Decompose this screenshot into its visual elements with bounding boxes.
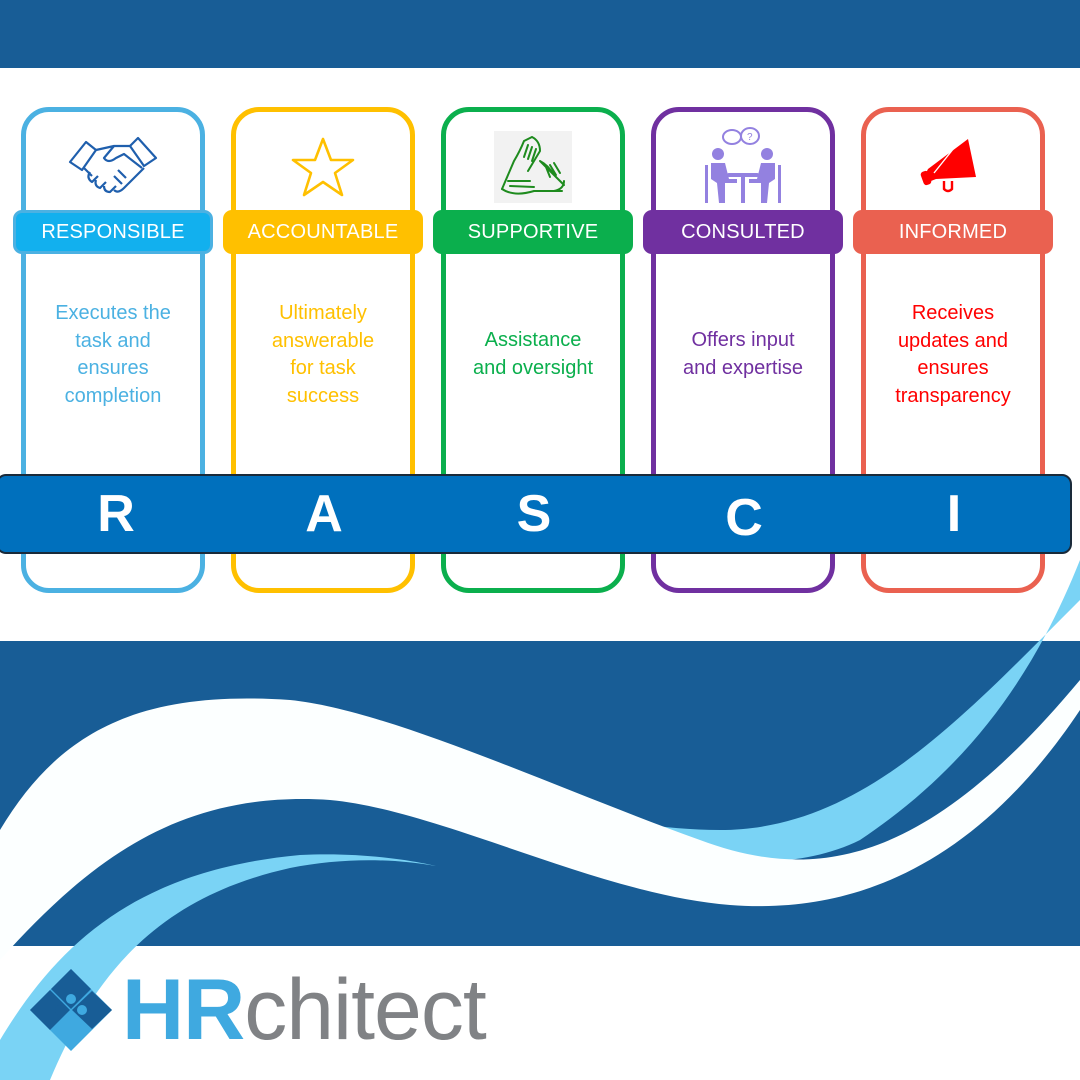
logo-wordmark: HRchitect xyxy=(122,962,487,1058)
label-accountable: ACCOUNTABLE xyxy=(223,210,423,254)
label-consulted: CONSULTED xyxy=(643,210,843,254)
top-banner xyxy=(0,0,1080,68)
svg-text:?: ? xyxy=(747,132,753,143)
label-supportive: SUPPORTIVE xyxy=(433,210,633,254)
meeting-icon: ? xyxy=(698,124,788,210)
letter-a: A xyxy=(305,485,343,543)
rasci-acronym-bar: R A S C I xyxy=(0,474,1072,554)
letter-s: S xyxy=(516,485,552,543)
handshake-icon xyxy=(68,124,158,210)
bottom-banner xyxy=(0,641,1080,946)
joined-hands-icon xyxy=(488,124,578,210)
letter-c: C xyxy=(725,489,763,547)
star-icon xyxy=(278,124,368,210)
label-responsible: RESPONSIBLE xyxy=(13,210,213,254)
letter-i: I xyxy=(946,485,962,543)
letter-r: R xyxy=(97,485,135,543)
puzzle-diamond-icon xyxy=(28,967,114,1053)
megaphone-icon xyxy=(908,124,998,210)
label-informed: INFORMED xyxy=(853,210,1053,254)
hrchitect-logo: HRchitect xyxy=(28,962,487,1058)
